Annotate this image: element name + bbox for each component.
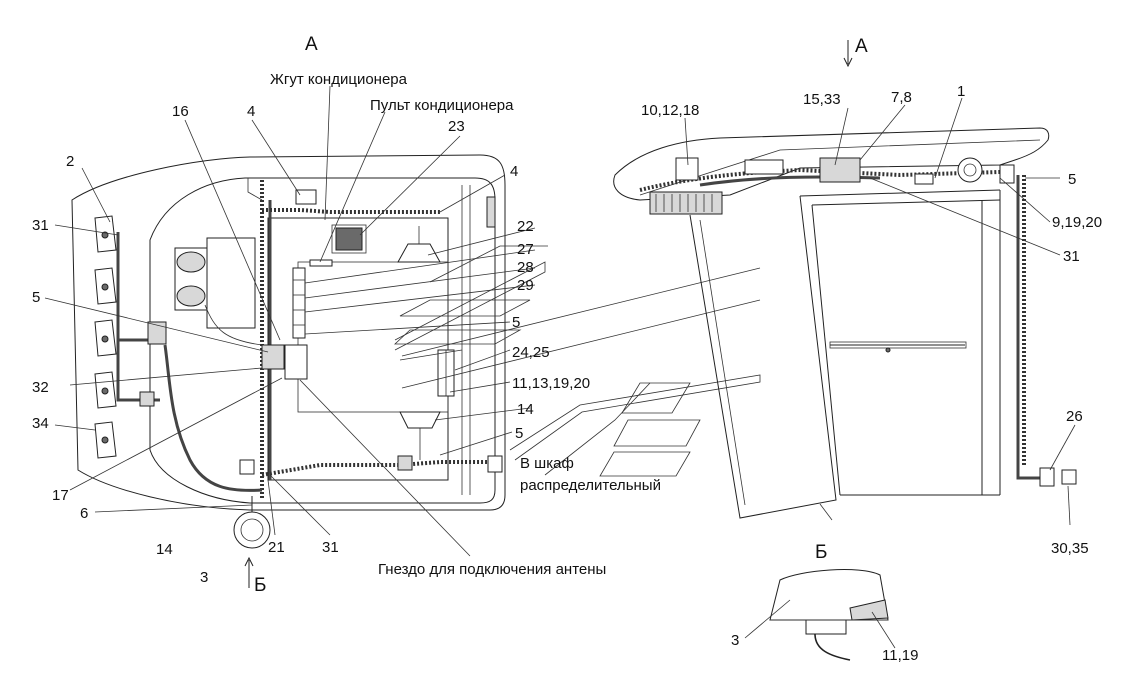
- callout-31-bottom: 31: [322, 539, 339, 556]
- callout-5-low: 5: [515, 425, 523, 442]
- callout-11-19-detail: 11,19: [882, 647, 918, 664]
- view-b-arrow-label: Б: [254, 575, 266, 596]
- text-annotations: Жгут кондиционера Пульт кондиционера В ш…: [270, 71, 661, 578]
- view-letters: А А Б Б: [254, 34, 868, 596]
- callout-34: 34: [32, 415, 49, 432]
- callout-31-top: 31: [32, 217, 49, 234]
- left-view-cabin: [71, 154, 506, 588]
- callout-5-right: 5: [1068, 171, 1076, 188]
- callout-29: 29: [517, 277, 534, 294]
- callouts-right-view: 10,12,18 15,33 7,8 1 5 9,19,20 31 26 30,…: [641, 83, 1102, 664]
- callout-10-12-18: 10,12,18: [641, 102, 699, 119]
- callout-23: 23: [448, 118, 465, 135]
- callout-30-35: 30,35: [1051, 540, 1089, 557]
- callout-4-right: 4: [510, 163, 518, 180]
- projection-lines: [393, 245, 761, 477]
- callout-5-mid: 5: [512, 314, 520, 331]
- callout-11-13-19-20: 11,13,19,20: [512, 375, 590, 392]
- callout-31-right: 31: [1063, 248, 1080, 265]
- antenna-socket-label: Гнездо для подключения антены: [378, 561, 606, 578]
- callout-14-bottom: 14: [156, 541, 173, 558]
- leader-lines: [44, 40, 1076, 649]
- callout-24-25: 24,25: [512, 344, 550, 361]
- callout-26: 26: [1066, 408, 1083, 425]
- callout-9-19-20: 9,19,20: [1052, 214, 1102, 231]
- callout-21: 21: [268, 539, 285, 556]
- callout-17: 17: [52, 487, 69, 504]
- callout-14-right: 14: [517, 401, 534, 418]
- callout-32: 32: [32, 379, 49, 396]
- callout-22: 22: [517, 218, 534, 235]
- callout-16: 16: [172, 103, 189, 120]
- ac-panel-label: Пульт кондиционера: [370, 97, 514, 114]
- to-cabinet-label-1: В шкаф: [520, 455, 574, 472]
- detail-view-b: [769, 569, 889, 661]
- lamp-units: [94, 215, 117, 459]
- callout-5-left: 5: [32, 289, 40, 306]
- view-a-left-label: А: [305, 34, 318, 55]
- view-b-detail-label: Б: [815, 542, 827, 563]
- callout-2: 2: [66, 153, 74, 170]
- ac-unit-block: [174, 237, 256, 329]
- callout-1: 1: [957, 83, 965, 100]
- callout-27: 27: [517, 241, 534, 258]
- callout-6: 6: [80, 505, 88, 522]
- ac-harness-label: Жгут кондиционера: [270, 71, 408, 88]
- ac-control-panel: [331, 224, 367, 254]
- right-view-cabin: [613, 127, 1077, 521]
- callout-7-8: 7,8: [891, 89, 912, 106]
- callout-4-top: 4: [247, 103, 255, 120]
- callout-28: 28: [517, 259, 534, 276]
- callout-15-33: 15,33: [803, 91, 841, 108]
- callout-3-detail: 3: [731, 632, 739, 649]
- view-a-arrow-label: А: [855, 36, 868, 57]
- to-cabinet-label-2: распределительный: [520, 477, 661, 494]
- callouts-left-view: 2 31 5 32 34 17 6 14 3 21 31 16 4 23 4 2…: [32, 103, 590, 586]
- callout-3-bottom: 3: [200, 569, 208, 586]
